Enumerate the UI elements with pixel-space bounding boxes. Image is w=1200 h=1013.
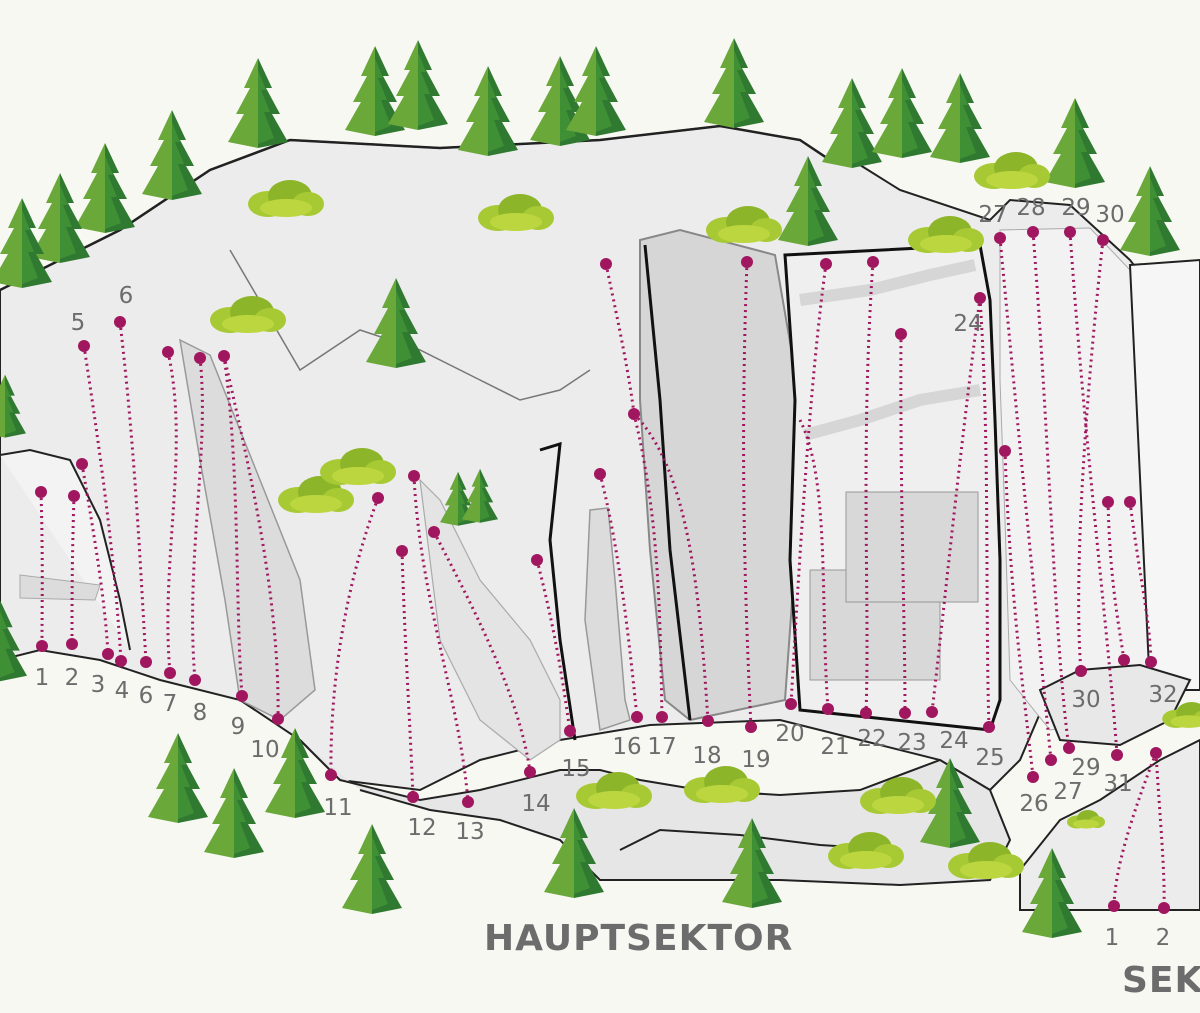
route-label-1: 1 [35, 665, 50, 691]
route-label-14: 14 [521, 791, 550, 817]
route-label-8: 8 [193, 700, 208, 726]
rock-face [0, 124, 1200, 911]
route-label-30-top: 30 [1095, 202, 1124, 228]
route-label-22: 22 [857, 726, 886, 752]
route-label-27: 27 [1053, 779, 1082, 805]
route-label-9: 9 [231, 714, 246, 740]
route-label-5: 5 [71, 310, 86, 336]
route-label-25: 25 [975, 745, 1004, 771]
route-label-12: 12 [407, 815, 436, 841]
route-label-4: 4 [115, 678, 130, 704]
route-label-2: 2 [65, 665, 80, 691]
route-label-23: 23 [897, 730, 926, 756]
route-label-27-top: 27 [978, 202, 1007, 228]
route-label-24: 24 [939, 728, 968, 754]
route-label-18: 18 [692, 743, 721, 769]
route-label-28: 28 [1016, 195, 1045, 221]
route-label-29: 29 [1071, 755, 1100, 781]
route-label-3: 3 [91, 672, 106, 698]
route-label-20: 20 [775, 721, 804, 747]
route-label-26: 26 [1019, 791, 1048, 817]
route-numbers: 1 2 3 4 5 6 6 7 8 9 10 11 12 13 14 15 16… [35, 195, 1178, 951]
route-label-6-top: 6 [119, 283, 134, 309]
route-label-10: 10 [250, 737, 279, 763]
route-lines [39, 231, 1166, 909]
route-label-sek-2: 2 [1156, 925, 1171, 951]
route-label-21: 21 [820, 734, 849, 760]
sector-label-main: HAUPTSEKTOR [484, 918, 793, 959]
route-label-16: 16 [612, 734, 641, 760]
route-label-30: 30 [1071, 687, 1100, 713]
sector-label-secondary: SEK [1122, 960, 1200, 1001]
route-label-7: 7 [163, 691, 178, 717]
route-label-13: 13 [455, 819, 484, 845]
route-label-17: 17 [647, 734, 676, 760]
route-label-19: 19 [741, 747, 770, 773]
route-label-29-top: 29 [1061, 195, 1090, 221]
route-label-sek-1: 1 [1105, 925, 1120, 951]
route-label-6: 6 [139, 683, 154, 709]
route-label-11: 11 [323, 795, 352, 821]
route-label-15: 15 [561, 756, 590, 782]
route-label-31: 31 [1103, 771, 1132, 797]
route-label-24-top: 24 [953, 311, 982, 337]
route-label-32: 32 [1148, 682, 1177, 708]
route-markers [35, 226, 1170, 914]
